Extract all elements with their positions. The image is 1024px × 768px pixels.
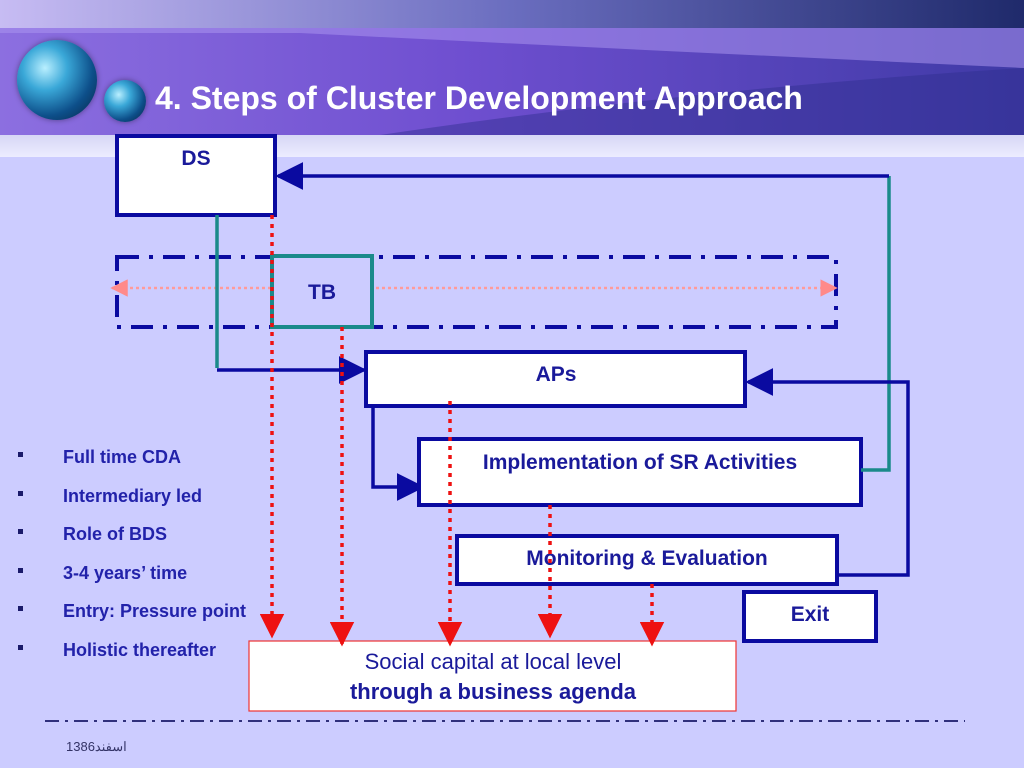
social-capital-line2: through a business agenda [350, 679, 637, 704]
bullet-text: Role of BDS [63, 524, 168, 544]
implementation-box [417, 437, 863, 507]
social-capital-line1: Social capital at local level [365, 649, 622, 674]
exit-label: Exit [791, 603, 830, 626]
bullet-square-icon [18, 529, 23, 534]
tb-band-enclosure [115, 255, 838, 329]
monitoring-box [455, 534, 839, 586]
bullet-text: Full time CDA [63, 447, 182, 467]
monitoring-to-aps-feedback [745, 368, 910, 577]
bullet-square-icon [18, 644, 23, 650]
ds-label: DS [181, 147, 210, 170]
bullet-text: Holistic thereafter [63, 639, 217, 660]
monitoring-label: Monitoring & Evaluation [526, 547, 768, 570]
bullet-square-icon [18, 452, 23, 457]
aps-label: APs [536, 363, 577, 386]
header-top-band [0, 0, 1024, 28]
bullet-square-icon [18, 490, 23, 496]
globe-logo-icon [17, 40, 97, 120]
header-bar [0, 0, 1024, 135]
bullet-square-icon [18, 567, 23, 573]
aps-box [364, 350, 747, 408]
tb-box [270, 254, 374, 329]
implementation-to-ds-feedback [861, 176, 891, 472]
header-sweep [0, 28, 1024, 135]
bullet-text: Entry: Pressure point [63, 601, 247, 621]
bullet-text: 3-4 years’ time [63, 562, 188, 583]
implementation-label: Implementation of SR Activities [483, 451, 797, 474]
exit-box [742, 590, 878, 643]
bullet-text: Intermediary led [63, 485, 203, 506]
tb-label: TB [308, 281, 336, 304]
aps-to-implementation-arrow [371, 406, 425, 501]
bullet-square-icon [18, 606, 23, 611]
ds-box [115, 134, 277, 217]
social-capital-box [248, 640, 737, 712]
footer-date: اسفند1386 [66, 739, 127, 754]
small-globe-icon [104, 80, 146, 122]
slide-title: 4. Steps of Cluster Development Approach [155, 80, 803, 116]
